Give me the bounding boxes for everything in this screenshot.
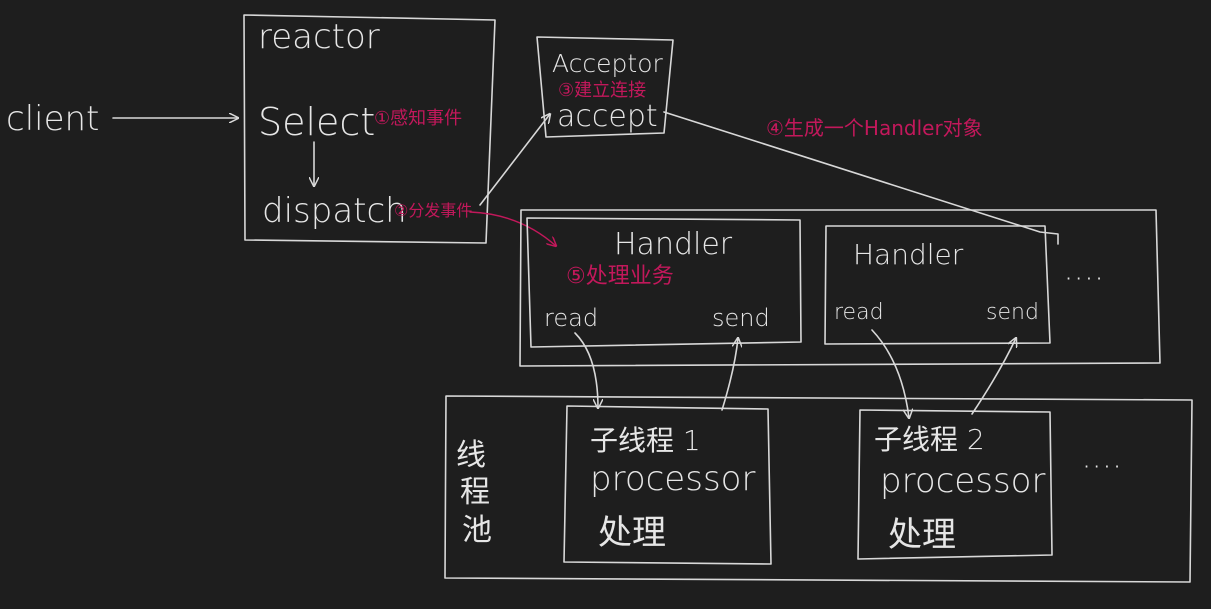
handler-1-read: read (544, 304, 598, 332)
thread-1-processor: processor (590, 459, 755, 499)
dispatch-label: dispatch (262, 191, 407, 231)
pool-label-2: 程 (460, 475, 490, 510)
dispatch-note: ②分发事件 (394, 201, 472, 220)
handler-group-box (519, 209, 1161, 367)
handler-2-title: Handler (853, 238, 964, 271)
thread-1-work: 处理 (598, 513, 666, 553)
thread-1-name: 子线程 1 (590, 424, 701, 457)
handler-2-box (824, 225, 1051, 345)
acceptor-box (536, 36, 674, 138)
acceptor-to-handler-line (663, 111, 1059, 245)
create-handler-note: ④生成一个Handler对象 (766, 116, 983, 140)
thread-2-name: 子线程 2 (874, 423, 985, 456)
select-note: ①感知事件 (374, 108, 462, 129)
handler-1-title: Handler (614, 227, 733, 262)
reactor-box (243, 14, 496, 244)
handler-1-send-arrow (721, 338, 738, 411)
dispatch-to-acceptor-arrow (479, 114, 550, 206)
acceptor-title: Acceptor (552, 49, 664, 78)
handler-2-send-arrow (971, 338, 1016, 415)
thread-pool-box (444, 395, 1193, 583)
pool-label-1: 线 (456, 438, 486, 473)
thread-2-processor: processor (880, 461, 1045, 501)
pool-label-3: 池 (462, 513, 492, 548)
reactor-title: reactor (258, 17, 380, 57)
handler-2-read: read (834, 300, 884, 325)
select-label: Select (258, 100, 375, 144)
handler-2-send: send (986, 300, 1039, 325)
pool-more: · · · · (1084, 457, 1120, 476)
thread-2-box (857, 409, 1053, 560)
client-label: client (6, 99, 99, 139)
acceptor-note: ③建立连接 (558, 80, 646, 101)
thread-1-box (563, 405, 772, 565)
dispatch-to-handler-arrow (469, 211, 556, 246)
accept-label: accept (557, 99, 658, 134)
thread-2-work: 处理 (888, 515, 956, 555)
handler-1-read-arrow (574, 332, 598, 408)
handler-1-send: send (712, 304, 770, 332)
handler-1-note: ⑤处理业务 (566, 264, 674, 289)
handler-more: · · · · (1066, 269, 1102, 288)
handler-2-read-arrow (871, 329, 909, 418)
handler-1-box (526, 217, 802, 348)
